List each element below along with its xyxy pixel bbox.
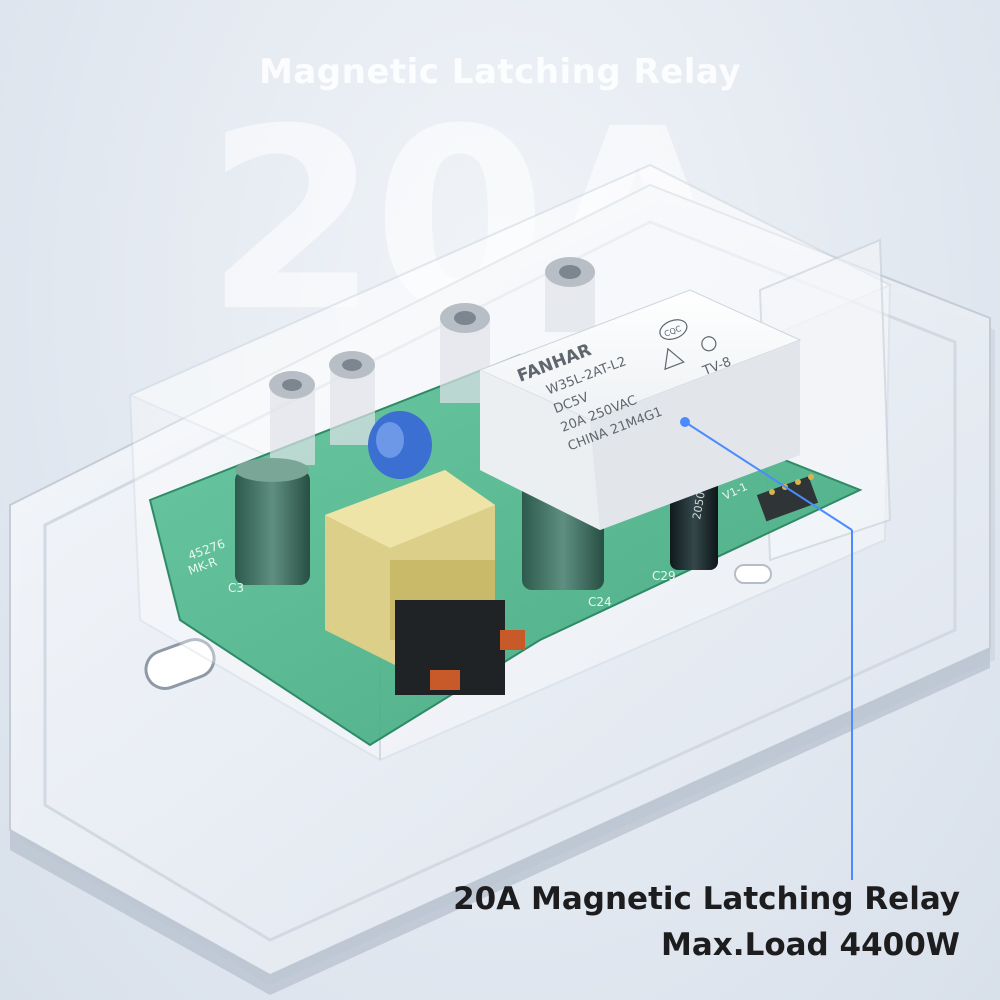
pcb-label: C29 [652, 569, 676, 583]
terminal-post [269, 371, 315, 465]
terminal-post [440, 303, 490, 403]
capacitor-c3 [235, 458, 310, 585]
pcb-labels: MK-R C3 C24 C29 45276 V1-1 [186, 480, 749, 609]
pcb-label: C24 [588, 595, 612, 609]
relay: FANHAR W35L-2AT-L2 DC5V 20A 250VAC CHINA… [478, 289, 802, 530]
mounting-slot [734, 564, 772, 584]
terminal-post [545, 257, 595, 332]
terminal-post [329, 351, 375, 445]
caption-line-2: Max.Load 4400W [661, 927, 960, 963]
pcb-label: C3 [228, 581, 244, 595]
warning-triangle-icon [664, 347, 685, 371]
transformer [325, 470, 525, 695]
callout-dot [680, 417, 690, 427]
mounting-slot [144, 638, 216, 690]
blue-varistor [368, 411, 432, 479]
pin-header [756, 474, 819, 522]
caption-line-1: 20A Magnetic Latching Relay [453, 881, 960, 917]
capacitor-label: 2050 [690, 491, 708, 521]
ul-mark-icon [701, 336, 717, 352]
terminal-posts [269, 257, 595, 465]
headline-text: Magnetic Latching Relay [259, 52, 741, 92]
callout-leader [680, 417, 853, 880]
relay-caption: 20A Magnetic Latching Relay Max.Load 440… [453, 876, 960, 968]
